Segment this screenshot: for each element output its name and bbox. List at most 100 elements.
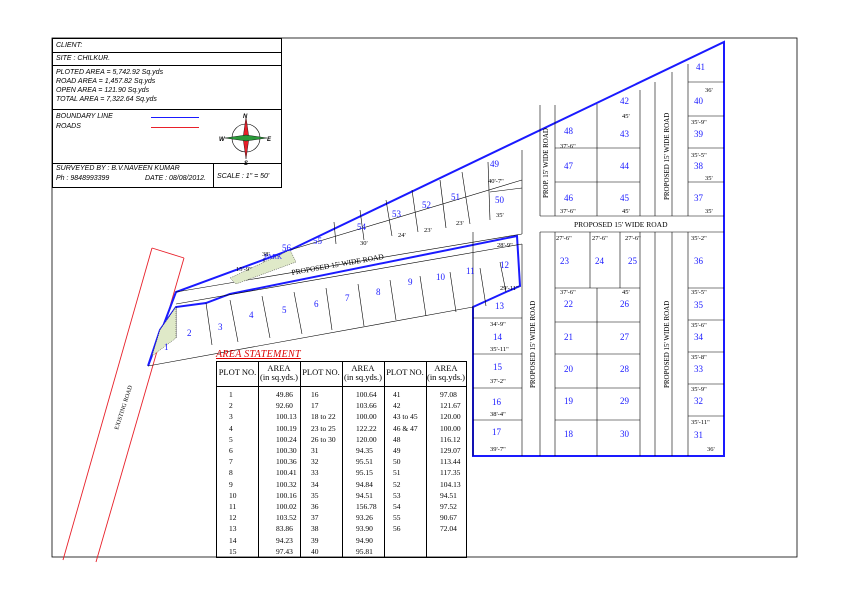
open-area-value: OPEN AREA = 121.90 Sq.yds	[56, 87, 150, 94]
plot-12: 12	[500, 260, 509, 270]
road-label-h2: PROPOSED 15' WIDE ROAD	[574, 220, 668, 229]
plot-55: 55	[313, 236, 323, 246]
table-cell-area: 94.90	[356, 535, 373, 545]
table-cell-plot: 14	[229, 535, 237, 545]
table-cell-area: 94.23	[276, 535, 293, 545]
dim: 24'	[398, 232, 406, 239]
table-cell-area: 95.51	[356, 457, 373, 467]
table-cell-plot: 11	[229, 502, 237, 511]
table-cell-area: 100.30	[276, 446, 297, 455]
dim: 35'-5"	[691, 289, 707, 296]
table-cell-plot: 10	[229, 490, 237, 500]
header-plot-no-1: PLOT NO.	[218, 367, 257, 377]
table-cell-area: 100.00	[440, 423, 461, 433]
header-plot-no-3: PLOT NO.	[386, 367, 424, 377]
plot-53: 53	[392, 209, 402, 219]
dim: 36'	[707, 446, 715, 453]
legend-roads-swatch	[151, 127, 199, 128]
date: DATE : 08/08/2012.	[145, 175, 206, 182]
table-cell-area: 94.51	[440, 490, 457, 500]
scale: SCALE : 1" = 50'	[217, 173, 270, 180]
plot-27: 27	[620, 332, 630, 342]
table-cell-area: 122.22	[356, 423, 377, 433]
dim: 37'-6"	[560, 143, 576, 150]
plot-24: 24	[595, 256, 605, 266]
dim: 28'-9"	[497, 242, 513, 249]
plot-51: 51	[451, 192, 460, 202]
compass-icon: N S E W	[219, 114, 272, 165]
plot-39: 39	[694, 129, 704, 139]
table-cell-area: 100.32	[276, 479, 297, 489]
table-cell-plot: 1	[229, 390, 233, 399]
plot-34: 34	[694, 332, 704, 342]
plot-37: 37	[694, 193, 704, 203]
total-area: TOTAL AREA = 7,322.64 Sq.yds	[56, 96, 157, 103]
plot-41: 41	[696, 62, 705, 72]
table-cell-plot: 36	[311, 502, 319, 511]
table-cell-area: 90.67	[440, 513, 457, 523]
table-cell-plot: 38	[311, 524, 319, 534]
plot-47: 47	[564, 161, 574, 171]
table-cell-plot: 42	[393, 401, 401, 411]
header-plot-no-2: PLOT NO.	[302, 367, 340, 377]
plot-8: 8	[376, 287, 381, 297]
table-cell-plot: 55	[393, 513, 401, 523]
plot-32: 32	[694, 396, 703, 406]
dim: 36'	[705, 87, 713, 94]
plot-21: 21	[564, 332, 573, 342]
table-cell-plot: 5	[229, 434, 233, 444]
legend-boundary-swatch	[151, 117, 199, 118]
table-cell-area: 100.02	[276, 502, 297, 511]
table-cell-plot: 16	[311, 390, 319, 399]
plot-33: 33	[694, 364, 704, 374]
plot-18: 18	[564, 429, 574, 439]
table-cell-area: 95.15	[356, 468, 373, 478]
table-cell-area: 95.81	[356, 546, 373, 556]
table-cell-plot: 34	[311, 479, 319, 489]
surveyed-by: SURVEYED BY : B.V.NAVEEN KUMAR	[56, 165, 180, 172]
plot-10: 10	[436, 272, 446, 282]
info-block: CLIENT: SITE : CHILKUR. PLOTED AREA = 5,…	[52, 38, 282, 188]
client-label: CLIENT:	[56, 42, 83, 49]
table-cell-area: 120.00	[440, 412, 461, 422]
dim: 35'-11"	[691, 419, 710, 426]
plot-14: 14	[493, 332, 503, 342]
table-cell-area: 100.24	[276, 434, 297, 444]
table-cell-area: 104.13	[440, 479, 461, 489]
open-area	[151, 306, 177, 357]
header-area-3: AREA(in sq.yds.)	[426, 363, 465, 382]
table-cell-area: 116.12	[440, 434, 461, 444]
plot-9: 9	[408, 277, 413, 287]
plot-16: 16	[492, 397, 502, 407]
table-cell-plot: 54	[393, 502, 401, 511]
dim: 40'-7"	[488, 178, 504, 185]
table-cell-plot: 13	[229, 524, 237, 534]
plot-46: 46	[564, 193, 574, 203]
table-cell-plot: 33	[311, 468, 319, 478]
dim: 37'-6"	[560, 208, 576, 215]
dim: 35'	[496, 212, 504, 219]
table-cell-plot: 12	[229, 513, 237, 523]
header-area-2: AREA(in sq.yds.)	[343, 363, 382, 382]
table-cell-area: 92.60	[276, 401, 293, 411]
table-cell-plot: 56	[393, 524, 401, 534]
plot-6: 6	[314, 299, 319, 309]
road-label-v4: PROPOSED 15' WIDE ROAD	[663, 301, 671, 388]
table-cell-plot: 4	[229, 423, 233, 433]
dim: 35'-6"	[691, 322, 707, 329]
dim: 37'-2"	[490, 378, 506, 385]
road-label-v1: PROP. 15' WIDE ROAD	[542, 128, 550, 198]
dim: 38'-4"	[490, 411, 506, 418]
table-cell-area: 83.86	[276, 524, 293, 534]
plot-19: 19	[564, 396, 574, 406]
table-cell-plot: 46 & 47	[393, 423, 418, 433]
table-cell-plot: 8	[229, 468, 233, 478]
table-cell-plot: 18 to 22	[311, 412, 336, 422]
road-label-v2: PROPOSED 15' WIDE ROAD	[663, 113, 671, 200]
dim: 35'-8"	[691, 354, 707, 361]
plot-35: 35	[694, 300, 704, 310]
table-cell-plot: 3	[229, 412, 233, 422]
plot-28: 28	[620, 364, 630, 374]
table-cell-area: 97.43	[276, 546, 293, 556]
plot-30: 30	[620, 429, 630, 439]
